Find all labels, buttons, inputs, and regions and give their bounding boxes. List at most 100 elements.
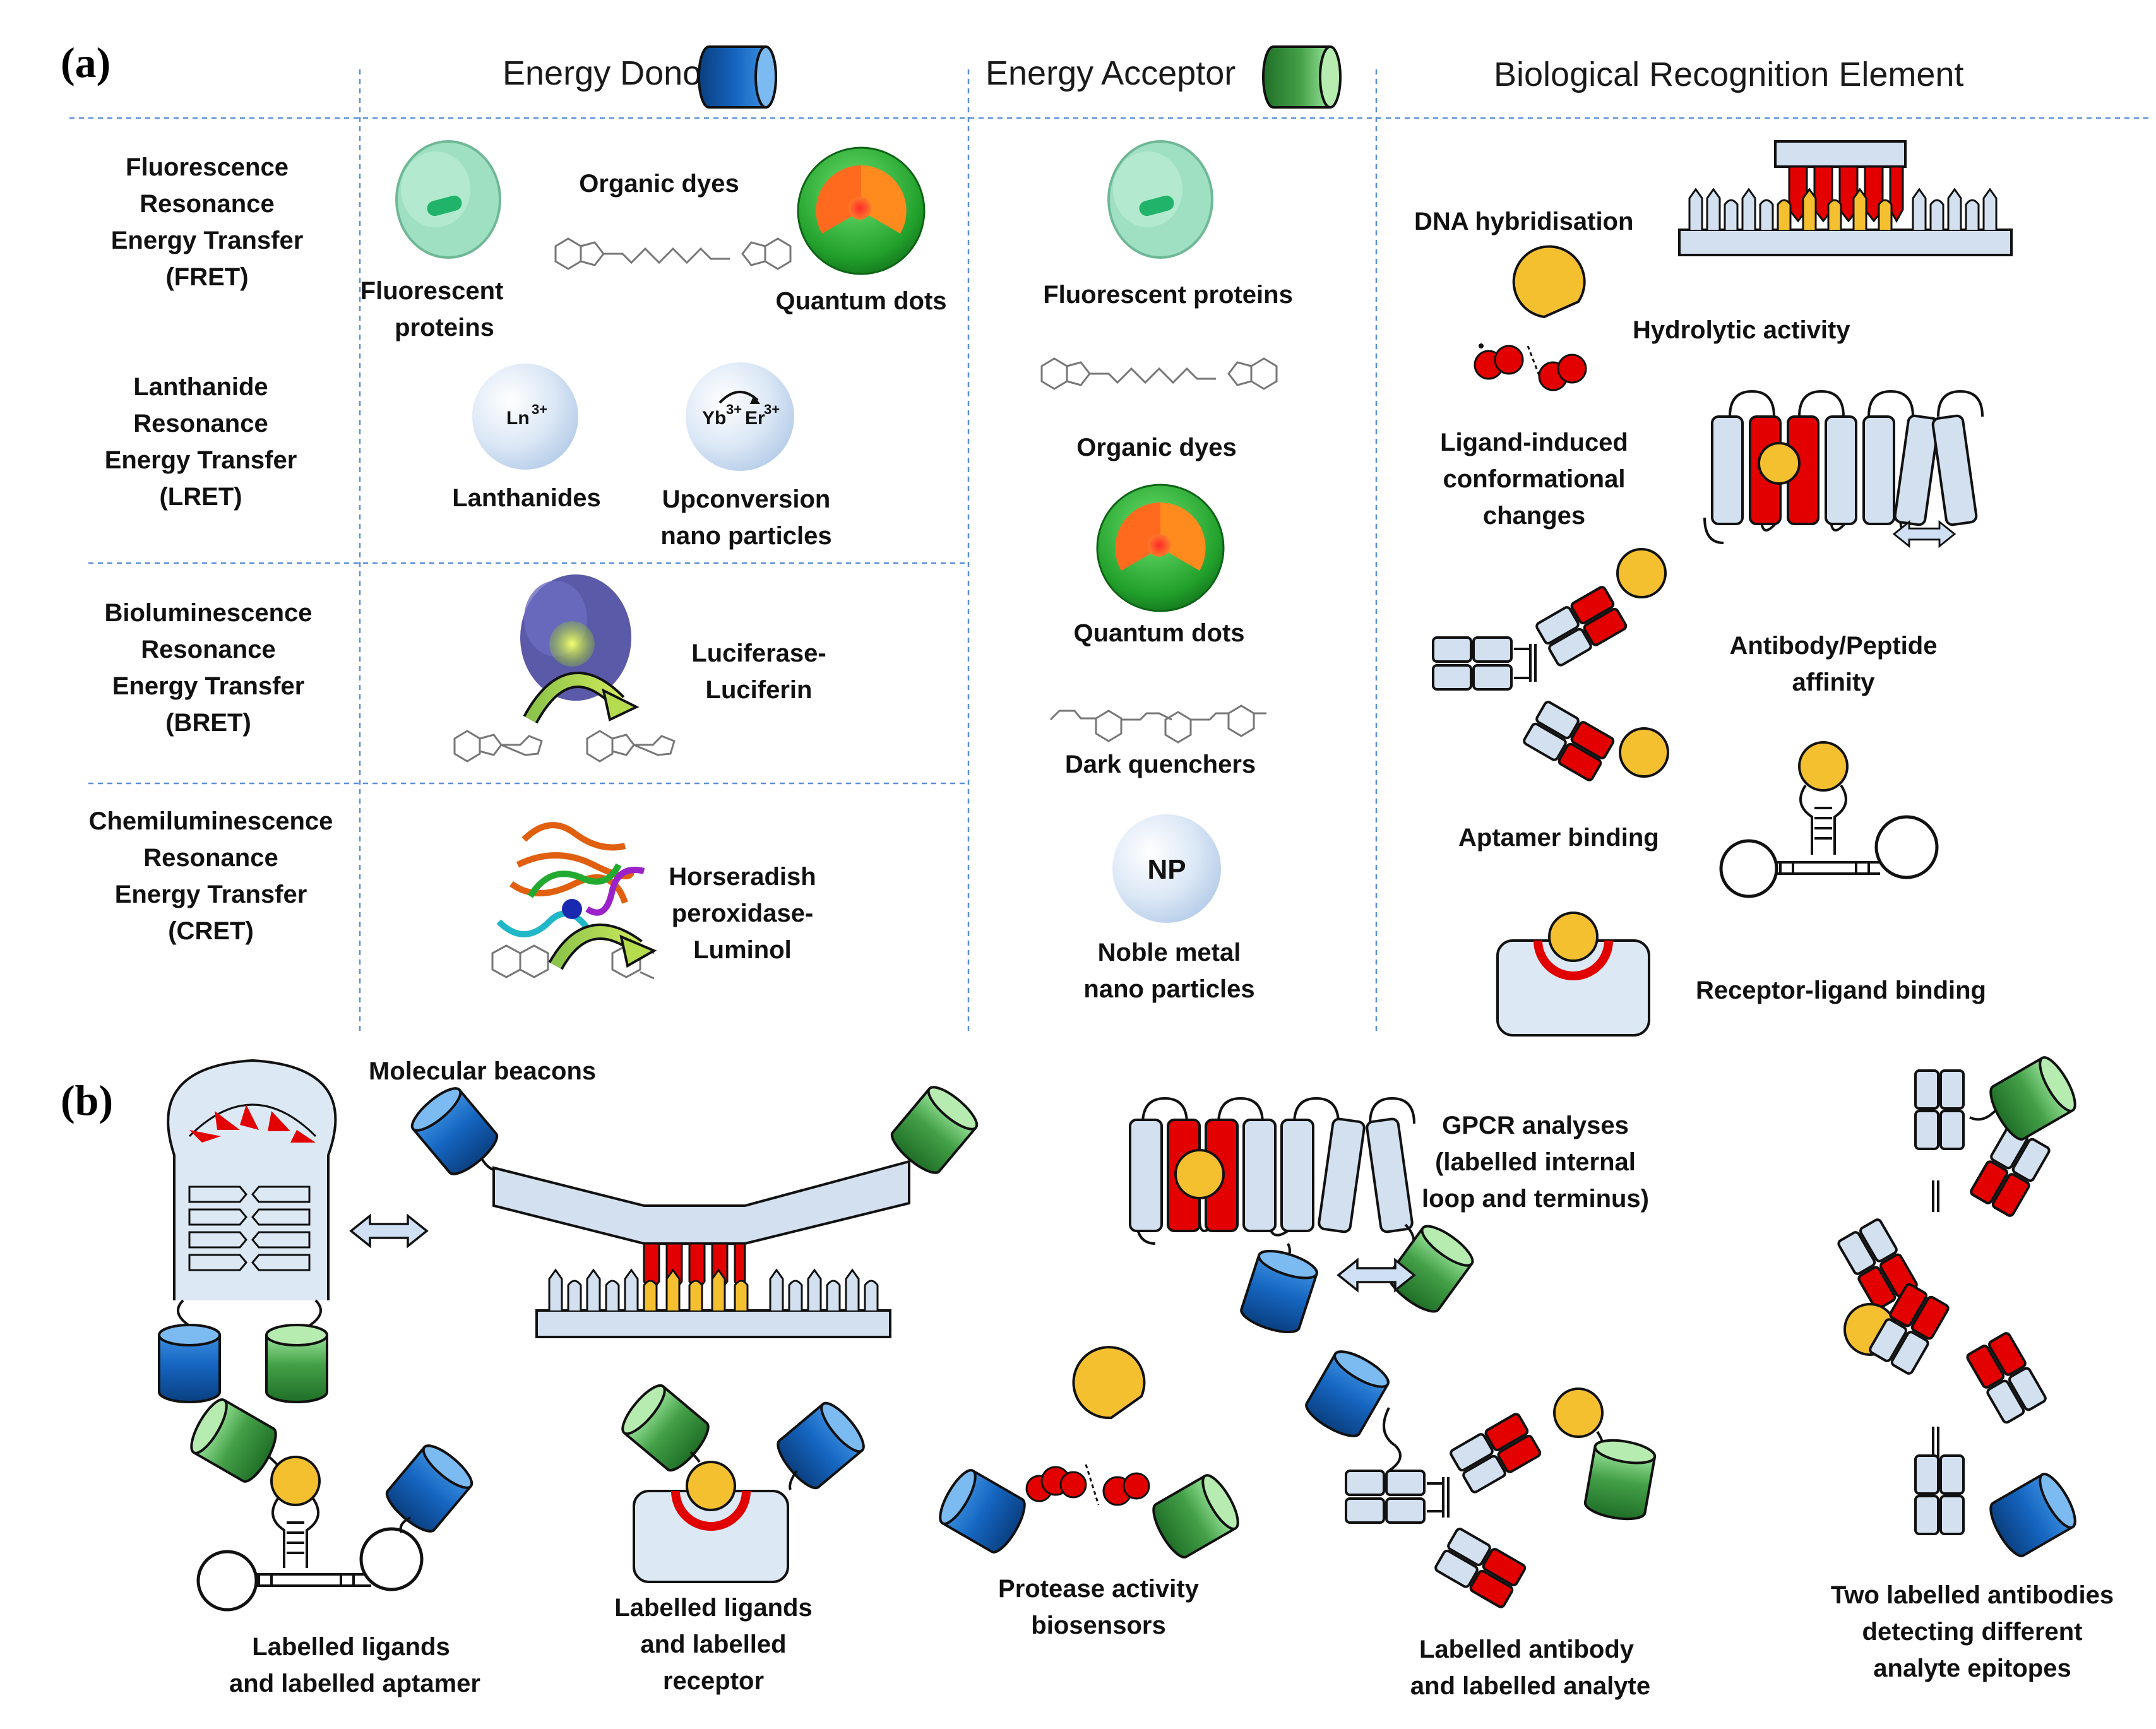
svg-text:receptor: receptor <box>663 1667 764 1695</box>
svg-text:Labelled antibody: Labelled antibody <box>1419 1636 1635 1663</box>
hydrolytic-activity-icon <box>1474 245 1587 391</box>
header-energy-acceptor: Energy Acceptor <box>986 54 1236 92</box>
acceptor-organic-dye-molecule-icon <box>1040 357 1278 390</box>
acceptor-noble-metal-label: Noble metal nano particles <box>1083 939 1254 1003</box>
svg-text:Ligand-induced: Ligand-induced <box>1440 429 1628 456</box>
molecular-beacons-label: Molecular beacons <box>369 1057 596 1085</box>
svg-text:Fluorescent: Fluorescent <box>360 277 504 305</box>
beacon-double-arrow-icon <box>350 1215 428 1247</box>
svg-text:peroxidase-: peroxidase- <box>672 900 814 927</box>
svg-text:conformational: conformational <box>1443 465 1626 493</box>
recognition-receptor-label: Receptor-ligand binding <box>1696 977 1986 1004</box>
dna-hybridisation-icon <box>1678 140 2013 256</box>
technique-bret: Bioluminescence Resonance Energy Transfe… <box>104 599 312 737</box>
svg-text:changes: changes <box>1483 502 1585 530</box>
svg-text:3+: 3+ <box>532 401 547 417</box>
svg-text:(BRET): (BRET) <box>165 709 251 737</box>
technique-lret: Lanthanide Resonance Energy Transfer (LR… <box>105 373 297 511</box>
svg-text:Ln: Ln <box>506 408 530 429</box>
donor-upconversion-label: Upconversion nano particles <box>660 485 831 550</box>
svg-text:GPCR analyses: GPCR analyses <box>1442 1112 1629 1139</box>
hrp-transfer-arrow-icon <box>548 924 657 970</box>
svg-text:(FRET): (FRET) <box>165 263 248 291</box>
lanthanide-sphere-icon: Ln 3+ <box>472 364 578 470</box>
acceptor-fluorescent-proteins-label: Fluorescent proteins <box>1043 281 1293 309</box>
hrp-protein-icon <box>496 822 645 937</box>
svg-text:Chemiluminescence: Chemiluminescence <box>89 807 333 835</box>
svg-text:detecting different: detecting different <box>1862 1618 2083 1646</box>
labelled-antibody-label: Labelled antibody and labelled analyte <box>1410 1636 1650 1700</box>
svg-text:Luciferase-: Luciferase- <box>691 639 826 667</box>
gpcr-labelled-icon <box>1129 1096 1478 1339</box>
svg-text:Resonance: Resonance <box>133 410 268 437</box>
svg-text:and labelled: and labelled <box>640 1631 786 1658</box>
svg-text:Yb: Yb <box>702 408 726 429</box>
svg-text:(CRET): (CRET) <box>168 917 254 945</box>
header-recognition-element: Biological Recognition Element <box>1494 56 1963 93</box>
svg-text:Lanthanide: Lanthanide <box>133 373 268 401</box>
recognition-antibody-label: Antibody/Peptide affinity <box>1730 632 1938 696</box>
labelled-aptamer-icon <box>184 1393 479 1612</box>
svg-text:Protease activity: Protease activity <box>998 1575 1200 1603</box>
recognition-hydrolytic-label: Hydrolytic activity <box>1633 316 1850 344</box>
svg-text:Energy Transfer: Energy Transfer <box>115 881 307 908</box>
acceptor-fluorescent-protein-icon <box>1107 140 1213 259</box>
acceptor-organic-dyes-label: Organic dyes <box>1076 434 1236 461</box>
svg-text:Labelled ligands: Labelled ligands <box>252 1633 450 1661</box>
luciferase-protein-icon <box>520 574 631 701</box>
panel-a-label: (a) <box>61 39 110 86</box>
labelled-receptor-label: Labelled ligands and labelled receptor <box>614 1594 812 1695</box>
svg-text:nano particles: nano particles <box>1083 975 1254 1003</box>
donor-fluorescent-proteins-label: Fluorescent proteins <box>360 277 504 342</box>
svg-text:biosensors: biosensors <box>1031 1612 1165 1639</box>
svg-text:Antibody/Peptide: Antibody/Peptide <box>1730 632 1938 660</box>
receptor-ligand-icon <box>1496 912 1650 1037</box>
transfer-arrow-icon <box>523 672 640 724</box>
quantum-dot-icon <box>797 146 926 275</box>
svg-text:Resonance: Resonance <box>140 190 274 218</box>
luciferin-molecule-icon <box>453 730 676 763</box>
recognition-ligand-induced-label: Ligand-induced conformational changes <box>1440 429 1628 530</box>
protease-biosensor-icon <box>932 1346 1246 1564</box>
svg-text:and labelled analyte: and labelled analyte <box>1410 1672 1650 1700</box>
labelled-aptamer-label: Labelled ligands and labelled aptamer <box>229 1633 480 1697</box>
fluorescent-protein-icon <box>395 140 501 259</box>
svg-text:Horseradish: Horseradish <box>669 863 816 891</box>
gpcr-conformation-icon <box>1703 389 1984 547</box>
antibody-icon <box>1432 548 1669 783</box>
donor-hrp-label: Horseradish peroxidase- Luminol <box>669 863 816 964</box>
svg-text:Resonance: Resonance <box>143 844 278 872</box>
noble-metal-np-icon: NP <box>1112 814 1221 923</box>
svg-text:Noble metal: Noble metal <box>1098 939 1241 966</box>
donor-cylinder-icon <box>698 45 777 109</box>
acceptor-quantum-dots-label: Quantum dots <box>1073 619 1244 647</box>
donor-quantum-dots-label: Quantum dots <box>775 287 946 315</box>
svg-text:Er: Er <box>745 408 765 429</box>
svg-text:(labelled internal: (labelled internal <box>1435 1148 1636 1176</box>
svg-text:Luminol: Luminol <box>693 936 792 964</box>
svg-text:Upconversion: Upconversion <box>662 485 831 513</box>
gpcr-label: GPCR analyses (labelled internal loop an… <box>1422 1112 1649 1213</box>
panel-b-label: (b) <box>61 1076 113 1124</box>
svg-text:Energy Transfer: Energy Transfer <box>111 227 304 254</box>
svg-text:3+: 3+ <box>764 401 780 417</box>
protease-label: Protease activity biosensors <box>998 1575 1200 1639</box>
svg-text:loop and terminus): loop and terminus) <box>1422 1185 1649 1213</box>
acceptor-cylinder-icon <box>1262 45 1342 109</box>
svg-text:affinity: affinity <box>1792 668 1875 696</box>
svg-text:3+: 3+ <box>726 401 742 417</box>
acceptor-quantum-dot-icon <box>1096 484 1225 612</box>
technique-fret: Fluorescence Resonance Energy Transfer (… <box>111 153 304 291</box>
organic-dye-molecule-icon <box>554 237 792 270</box>
donor-organic-dyes-label: Organic dyes <box>579 170 739 198</box>
labelled-receptor-icon <box>615 1379 871 1583</box>
svg-text:Labelled ligands: Labelled ligands <box>614 1594 812 1622</box>
svg-text:Fluorescence: Fluorescence <box>126 153 289 181</box>
technique-cret: Chemiluminescence Resonance Energy Trans… <box>89 807 333 945</box>
svg-text:(LRET): (LRET) <box>159 483 242 511</box>
svg-text:NP: NP <box>1147 854 1186 885</box>
molecular-beacon-hairpin-icon <box>158 1059 337 1403</box>
aptamer-icon <box>1719 741 1939 898</box>
two-antibodies-label: Two labelled antibodies detecting differ… <box>1831 1581 2114 1682</box>
